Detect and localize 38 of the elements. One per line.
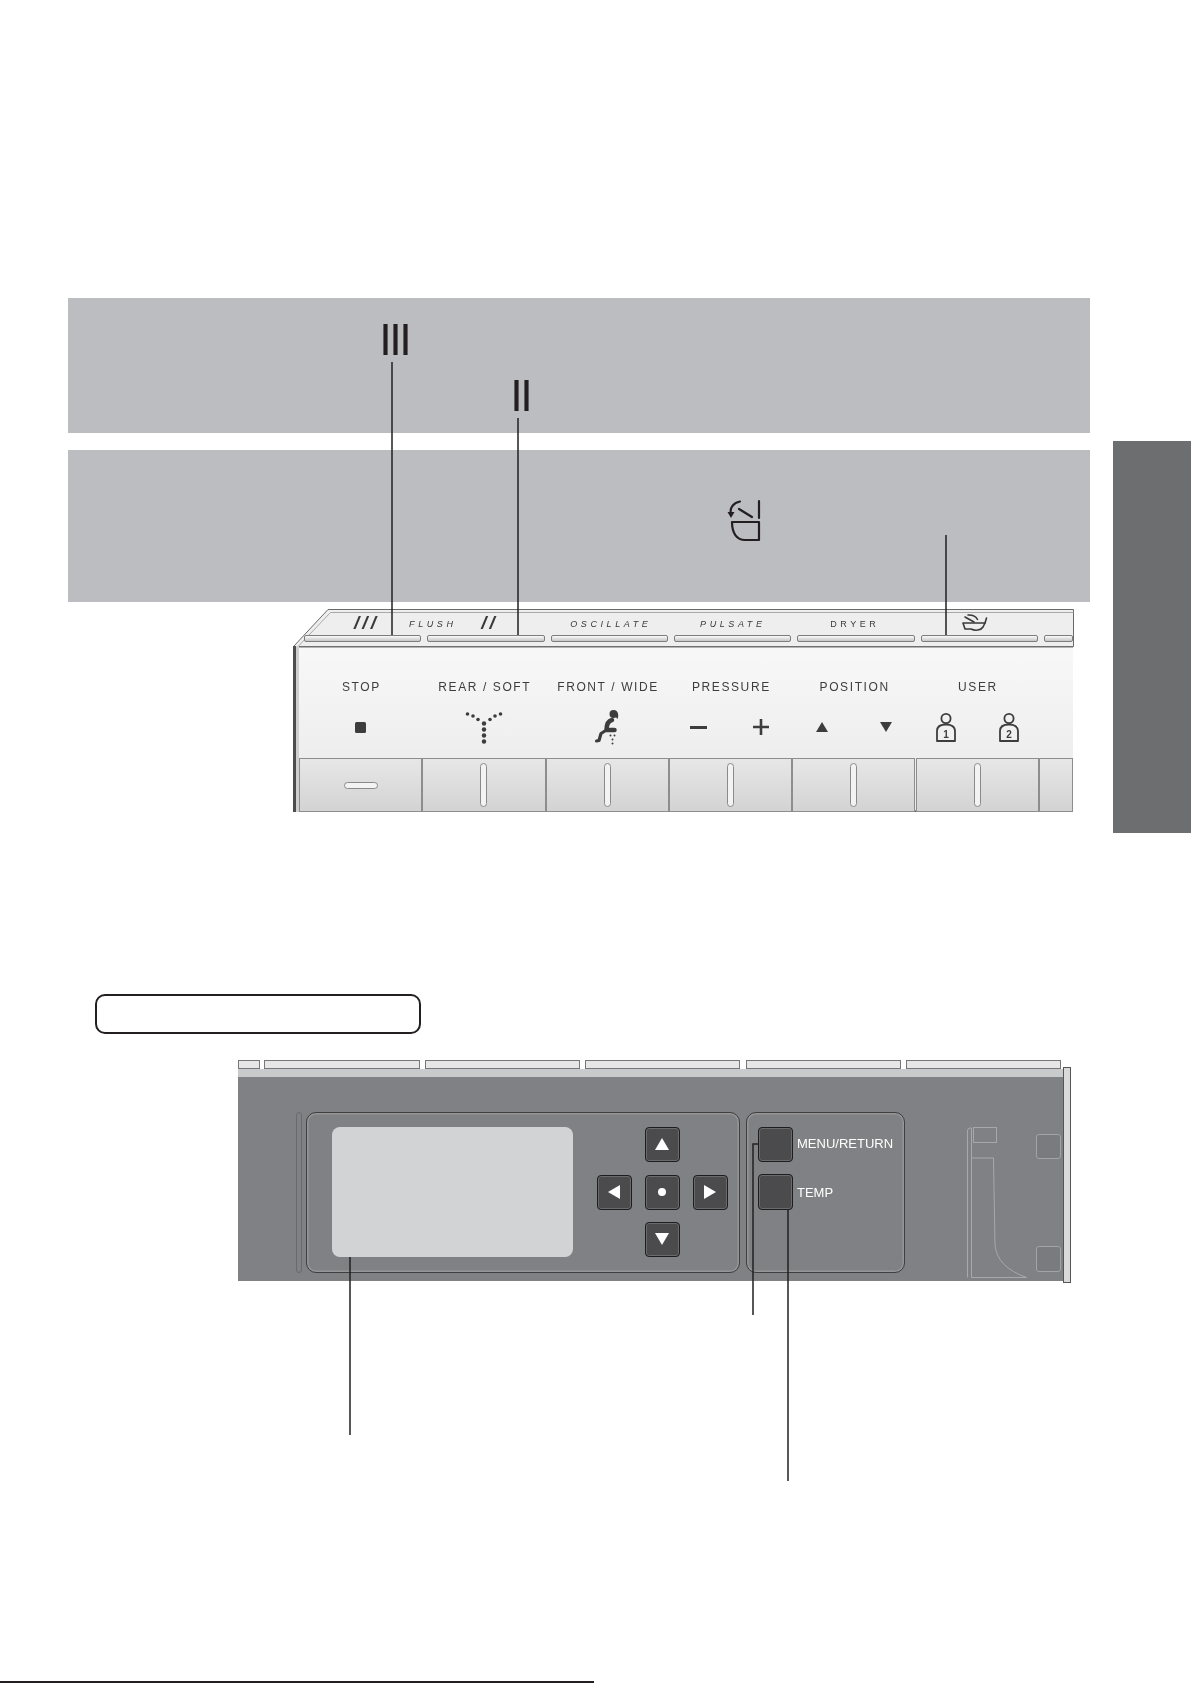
- square-button: [758, 1127, 793, 1162]
- strip-button: [304, 635, 421, 642]
- section-tab: [1113, 441, 1191, 833]
- leader-line: [517, 417, 519, 636]
- strip-button: [921, 635, 1038, 642]
- function-label: FLUSH: [408, 618, 457, 630]
- button-label: STOP: [341, 681, 381, 695]
- strip-button: [427, 635, 545, 642]
- strip-button: [674, 635, 791, 642]
- function-label: PULSATE: [699, 618, 766, 630]
- info-band: [68, 298, 1090, 433]
- user-number: 1: [943, 729, 949, 741]
- button-caption: TEMP: [797, 1185, 834, 1201]
- leader-line: [391, 361, 393, 636]
- square-button: [758, 1174, 793, 1210]
- strip-button: [797, 635, 915, 642]
- symbol-text: II: [504, 373, 534, 418]
- info-band: [68, 450, 1090, 602]
- strip-button: [1044, 635, 1073, 642]
- leader-line: [945, 534, 947, 636]
- symbol-text: III: [373, 317, 413, 362]
- user-number: 2: [1006, 729, 1012, 741]
- leader-line: [787, 1209, 789, 1482]
- strip-button: [551, 635, 668, 642]
- button-label: FRONT / WIDE: [556, 681, 659, 695]
- leader-line: [752, 1143, 759, 1316]
- button-label: PRESSURE: [690, 681, 771, 695]
- heading-frame: [95, 994, 421, 1034]
- function-label: DRYER: [829, 618, 880, 630]
- function-label: OSCILLATE: [569, 618, 652, 630]
- slash-symbol: //: [479, 612, 498, 634]
- leader-line: [349, 1256, 351, 1436]
- button-caption: MENU/RETURN: [797, 1136, 894, 1152]
- button-label: REAR / SOFT: [437, 681, 532, 695]
- button-label: USER: [957, 681, 998, 695]
- button-label: POSITION: [818, 681, 890, 695]
- slash-symbol: ///: [352, 612, 379, 634]
- display-screen: [332, 1127, 573, 1257]
